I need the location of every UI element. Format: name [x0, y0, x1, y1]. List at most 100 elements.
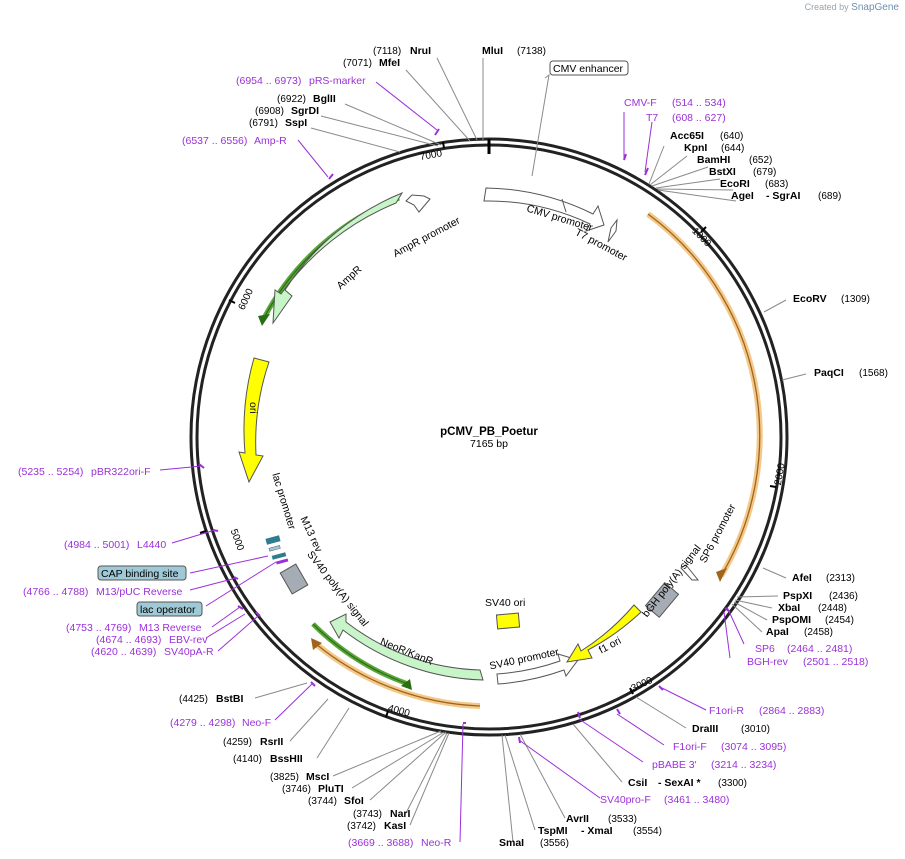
site-mfei-pos: (7071) [343, 58, 372, 69]
primer-sv40pro-f: SV40pro-F [600, 794, 651, 806]
primer-ebv-rev: EBV-rev [169, 634, 208, 646]
site-smai: SmaI [499, 837, 524, 849]
primer-pbabe-3: pBABE 3' [652, 759, 697, 771]
primer-sv40pa-r: SV40pA-R [164, 646, 214, 658]
plasmid-length: 7165 bp [470, 438, 508, 450]
plasmid-name: pCMV_PB_Poetur [440, 426, 538, 438]
site-xmai-pos: (3554) [633, 826, 662, 837]
site-msci: MscI [306, 771, 329, 783]
site-sgrai-pos: (689) [818, 191, 841, 202]
cmv-promoter-shape [483, 187, 605, 232]
primer-t7-range: (608 .. 627) [672, 112, 726, 124]
site-mfei: MfeI [379, 57, 400, 69]
site-kasi: KasI [384, 820, 406, 832]
site-sgrdi: SgrDI [291, 105, 319, 117]
site-sspi-pos: (6791) [249, 118, 278, 129]
site-draiii: DraIII [692, 723, 718, 735]
sv40-polya-shape [279, 563, 309, 595]
primer-pbr322ori-f-range: (5235 .. 5254) [18, 466, 83, 478]
primer-pbabe-3-range: (3214 .. 3234) [711, 759, 776, 771]
f1-ori-shape [566, 604, 642, 663]
lac-operator-label: lac operator [140, 604, 196, 616]
primer-prs-marker-range: (6954 .. 6973) [236, 75, 301, 87]
site-apai-pos: (2458) [804, 627, 833, 638]
site-pspomi-pos: (2454) [825, 615, 854, 626]
site-nrui: NruI [410, 45, 431, 57]
primer-l4440-range: (4984 .. 5001) [64, 539, 129, 551]
site-ecorv: EcoRV [793, 293, 827, 305]
site-acc65i-pos: (640) [720, 131, 743, 142]
site-paqci-pos: (1568) [859, 368, 888, 379]
primer-sv40pro-f-range: (3461 .. 3480) [664, 794, 729, 806]
tick-label: 2000 [773, 462, 788, 486]
primer-ebv-rev-range: (4674 .. 4693) [96, 634, 161, 646]
feature-sv40-ori: SV40 ori [485, 597, 525, 609]
site-acc65i: Acc65I [670, 130, 704, 142]
sp6-promoter-shape [680, 564, 700, 581]
snapgene-logo: SnapGene [851, 2, 899, 13]
tick-marks [199, 141, 777, 718]
primer-neo-f: Neo-F [242, 717, 271, 729]
primer-connectors [159, 81, 745, 843]
primer-f1ori-r: F1ori-R [709, 705, 744, 717]
site-xbai-pos: (2448) [818, 603, 847, 614]
site-bsshii-pos: (4140) [233, 754, 262, 765]
site-afei: AfeI [792, 572, 812, 584]
site-pluti: PluTI [318, 783, 344, 795]
site-xmai: - XmaI [581, 825, 613, 837]
site-apai: ApaI [766, 626, 789, 638]
feature-lac-promoter: lac promoter [269, 472, 298, 532]
neor-kanr-shape [329, 613, 484, 681]
boxed-labels: CMV enhancer CAP binding site lac operat… [97, 60, 629, 617]
site-bstxi: BstXI [709, 166, 736, 178]
site-mlui-pos: (7138) [517, 46, 546, 57]
snapgene-credit: Created by SnapGene [805, 2, 899, 13]
primer-labels: (6954 .. 6973) pRS-marker (6537 .. 6556)… [18, 75, 868, 849]
primer-neo-f-range: (4279 .. 4298) [170, 717, 235, 729]
cmv-enhancer-label: CMV enhancer [553, 63, 624, 75]
primer-amp-r-range: (6537 .. 6556) [182, 135, 247, 147]
feature-t7-promoter: T7 promoter [573, 226, 630, 264]
ampr-promoter-shape [405, 194, 431, 213]
site-rsrii-pos: (4259) [223, 737, 252, 748]
site-draiii-pos: (3010) [741, 724, 770, 735]
site-smai-pos: (3556) [540, 838, 569, 849]
site-kasi-pos: (3742) [347, 821, 376, 832]
cap-binding-site-label: CAP binding site [101, 568, 179, 580]
site-bglii: BglII [313, 93, 336, 105]
site-connectors [254, 57, 807, 843]
site-pspomi: PspOMI [772, 614, 811, 626]
site-xbai: XbaI [778, 602, 800, 614]
feature-sv40-polya: SV40 poly(A) signal [304, 549, 370, 629]
site-bstxi-pos: (679) [753, 167, 776, 178]
primer-bgh-rev: BGH-rev [747, 656, 789, 668]
primer-cmv-f-range: (514 .. 534) [672, 97, 726, 109]
site-sexai-pos: (3300) [718, 778, 747, 789]
site-nari-pos: (3743) [353, 809, 382, 820]
feature-ampr-promoter: AmpR promoter [391, 214, 463, 260]
site-avrii: AvrII [566, 813, 589, 825]
site-sgrdi-pos: (6908) [255, 106, 284, 117]
feature-m13-rev: M13 rev [298, 515, 325, 555]
feature-ori: ori [247, 402, 259, 414]
primer-f1ori-f-range: (3074 .. 3095) [721, 741, 786, 753]
primer-cmv-f: CMV-F [624, 97, 657, 109]
site-pspxi: PspXI [783, 590, 812, 602]
site-afei-pos: (2313) [826, 573, 855, 584]
primer-sv40pa-r-range: (4620 .. 4639) [91, 646, 156, 658]
site-sexai: - SexAI * [658, 777, 702, 789]
bgh-polya-shape [644, 582, 680, 618]
primer-f1ori-f: F1ori-F [673, 741, 707, 753]
primer-m13-reverse: M13 Reverse [139, 622, 202, 634]
feature-bgh-polya: bGH poly(A) signal [640, 543, 704, 620]
site-bstbi-pos: (4425) [179, 694, 208, 705]
primer-l4440: L4440 [137, 539, 166, 551]
site-mlui: MluI [482, 45, 503, 57]
site-pspxi-pos: (2436) [829, 591, 858, 602]
site-csii: CsiI [628, 777, 647, 789]
primer-bgh-rev-range: (2501 .. 2518) [803, 656, 868, 668]
primer-f1ori-r-range: (2864 .. 2883) [759, 705, 824, 717]
feature-shapes [238, 187, 700, 685]
site-sspi: SspI [285, 117, 307, 129]
site-avrii-pos: (3533) [608, 814, 637, 825]
